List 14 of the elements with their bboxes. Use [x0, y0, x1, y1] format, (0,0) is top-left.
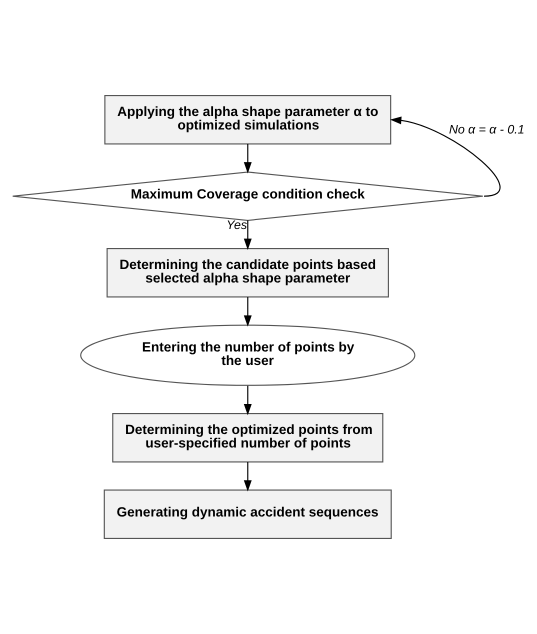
- arrow: [390, 116, 500, 197]
- node-box: Determining the optimized points from user-specified number of points: [112, 413, 384, 463]
- node-box: Determining the candidate points based selected alpha shape parameter: [106, 248, 389, 298]
- node-box: Generating dynamic accident sequences: [104, 490, 392, 540]
- node-ellipse: Entering the number of points by the user: [80, 324, 416, 386]
- edge-label: Yes: [226, 218, 248, 232]
- arrow: [244, 144, 252, 174]
- node-diamond: Maximum Coverage condition check: [12, 171, 484, 221]
- node-box: Applying the alpha shape parameter α to optimized simulations: [104, 94, 392, 144]
- arrow: [244, 220, 252, 250]
- edge-label: No α = α - 0.1: [448, 122, 525, 137]
- arrow: [244, 297, 252, 327]
- arrow: [244, 462, 252, 492]
- arrow: [244, 386, 252, 416]
